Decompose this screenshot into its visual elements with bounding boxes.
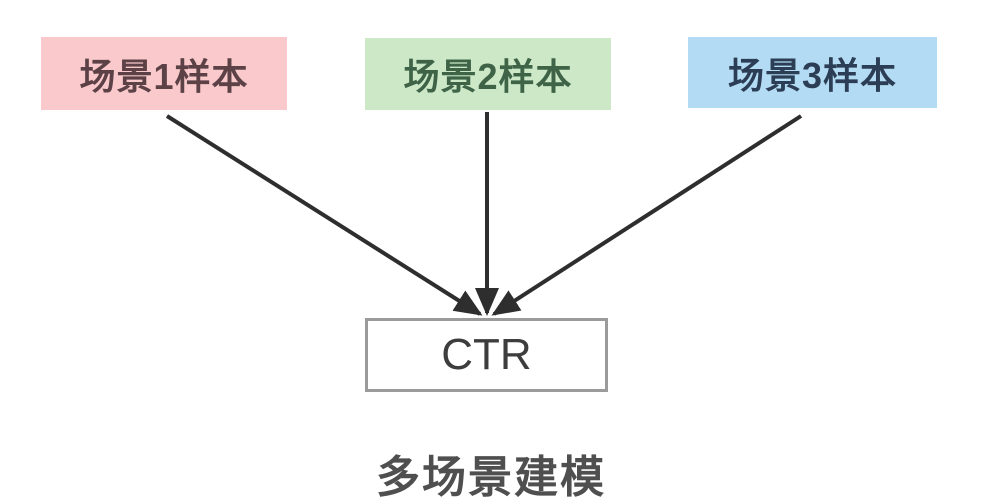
ctr-output-box: CTR xyxy=(365,318,608,392)
ctr-output-label: CTR xyxy=(441,330,532,379)
scene3-samples-label: 场景3样本 xyxy=(727,54,898,96)
scene1-samples-label: 场景1样本 xyxy=(79,55,249,97)
scene3-samples-box: 场景3样本 xyxy=(688,37,937,108)
scene1-samples-box: 场景1样本 xyxy=(41,37,287,110)
scene2-samples-label: 场景2样本 xyxy=(403,56,573,97)
arrow-scene3-to-ctr xyxy=(491,114,803,316)
arrow-scene1-to-ctr xyxy=(165,114,483,316)
scene2-samples-box: 场景2样本 xyxy=(365,38,611,110)
diagram-caption: 多场景建模 xyxy=(376,453,606,498)
